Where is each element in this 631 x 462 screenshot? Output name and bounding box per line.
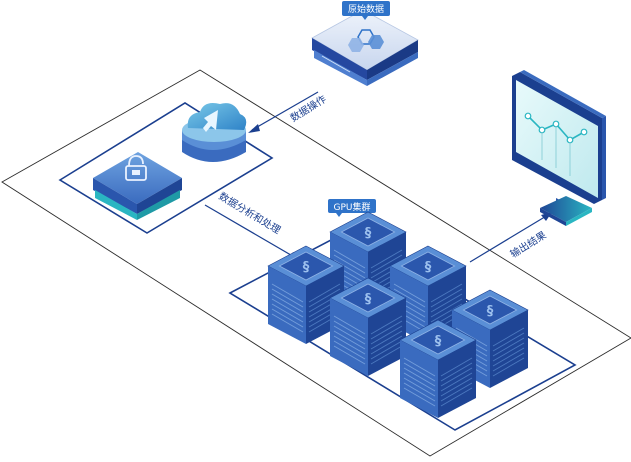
line-chart-icon [524,112,588,176]
raw-data-badge: 原始数据 [342,1,390,20]
gpu-chip-icon: § [365,292,372,307]
storage-region [58,102,274,234]
raw-data-device [311,9,419,86]
gpu-server: § [329,277,407,376]
gpu-cluster-label: GPU集群 [334,201,371,213]
gpu-chip-icon: § [487,304,494,319]
outer-region [1,69,631,457]
hexagon-data-icon [348,29,384,52]
data-operation-arrow [248,91,319,133]
gpu-chip-icon: § [365,226,372,241]
gpu-chip-icon: § [435,334,442,349]
analysis-label: 数据分析和处理 [216,189,283,236]
monitor [512,70,606,226]
raw-data-label: 原始数据 [348,3,384,15]
cloud-storage-stack [182,103,247,162]
gpu-cluster-badge: GPU集群 [328,199,376,217]
gpu-server-group: § § § § § § [267,211,529,418]
lock-box [93,152,182,220]
gpu-server: § [451,289,529,388]
gpu-chip-icon: § [425,260,432,275]
gpu-server: § [267,245,345,344]
gpu-server: § [399,319,477,418]
lock-icon [125,155,147,181]
output-label: 输出结果 [508,228,549,260]
upload-arrow-icon [203,110,218,132]
gpu-chip-icon: § [303,260,310,275]
